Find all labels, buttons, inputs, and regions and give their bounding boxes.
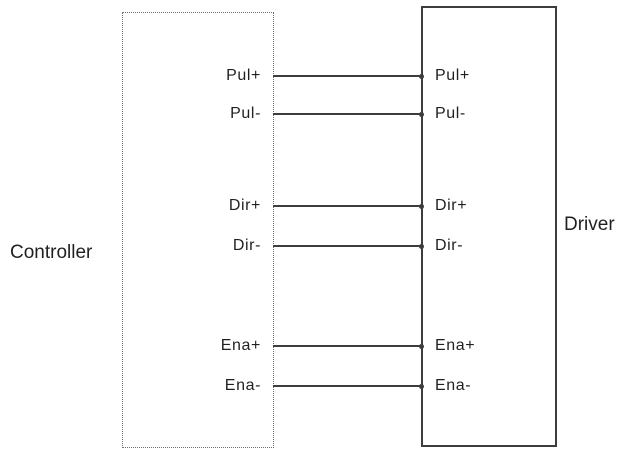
controller-label: Controller <box>10 242 93 263</box>
connection-dot <box>419 111 424 117</box>
wire-line <box>273 75 421 77</box>
wire-line <box>273 245 421 247</box>
controller-dashed-box <box>122 12 274 448</box>
connection-dot <box>419 243 424 249</box>
driver-label: Driver <box>564 214 615 235</box>
signal-label-controller: Dir+ <box>228 197 261 214</box>
signal-label-driver: Pul- <box>435 105 466 122</box>
wire-line <box>273 385 421 387</box>
connection-dot <box>419 203 424 209</box>
wire-line <box>273 205 421 207</box>
signal-label-controller: Ena+ <box>220 337 261 354</box>
signal-label-driver: Dir- <box>435 237 464 254</box>
wire-line <box>273 113 421 115</box>
signal-label-driver: Ena- <box>435 377 472 394</box>
driver-box <box>421 6 557 447</box>
connection-dot <box>419 343 424 349</box>
signal-label-controller: Pul- <box>230 105 261 122</box>
signal-label-controller: Pul+ <box>226 67 261 84</box>
signal-label-controller: Dir- <box>232 237 261 254</box>
connection-dot <box>419 73 424 79</box>
connection-dot <box>419 383 424 389</box>
signal-label-driver: Pul+ <box>435 67 470 84</box>
wire-line <box>273 345 421 347</box>
signal-label-driver: Ena+ <box>435 337 476 354</box>
signal-label-driver: Dir+ <box>435 197 468 214</box>
signal-label-controller: Ena- <box>224 377 261 394</box>
